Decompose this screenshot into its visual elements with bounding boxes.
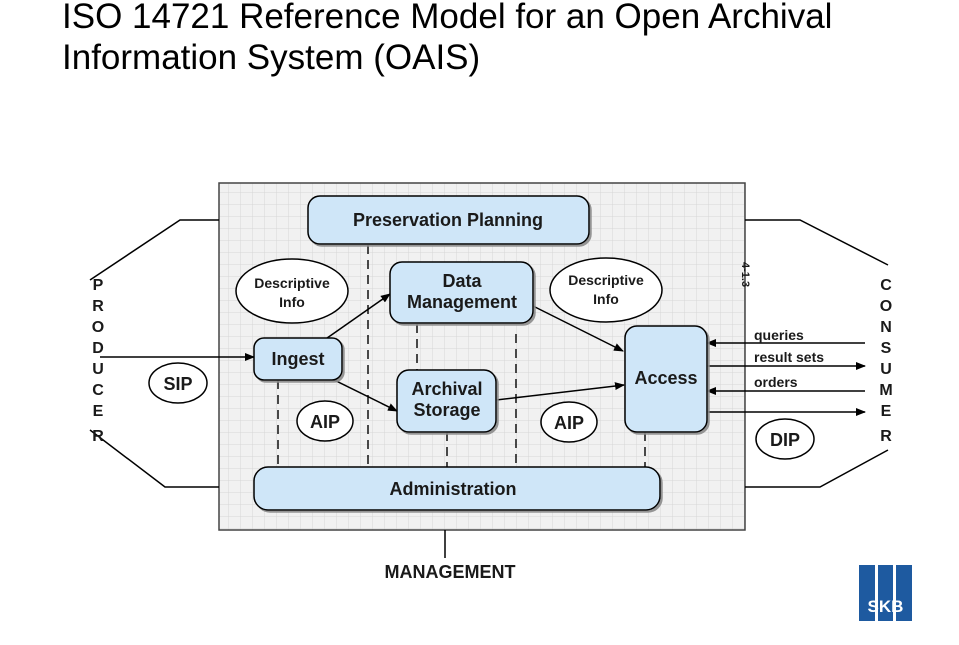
consumer-letter: M (879, 382, 892, 399)
data-management-label-1: Data (442, 271, 482, 291)
access-label: Access (634, 368, 697, 388)
preservation-planning-label: Preservation Planning (353, 210, 543, 230)
title-line-2: Information System (OAIS) (62, 38, 481, 77)
descriptive-info-left-line-1: Descriptive (254, 275, 330, 291)
preservation-planning-box: Preservation Planning (307, 195, 590, 245)
producer-letter: R (92, 428, 104, 445)
archival-storage-box: Archival Storage (396, 369, 497, 433)
consumer-letter: E (881, 403, 892, 420)
producer-letter: E (93, 403, 104, 420)
producer-letter: R (92, 298, 104, 315)
sip-ellipse: SIP (148, 362, 208, 404)
access-box: Access (624, 325, 708, 433)
producer-letter: P (93, 277, 104, 294)
archival-storage-label-1: Archival (411, 379, 482, 399)
producer-letter: D (92, 340, 104, 357)
descriptive-info-left-line-2: Info (279, 294, 305, 310)
consumer-letter: O (880, 298, 892, 315)
aip-right-ellipse: AIP (540, 401, 598, 443)
descriptive-info-right-line-1: Descriptive (568, 272, 644, 288)
sip-label: SIP (163, 374, 192, 394)
logo-text: SKB (867, 597, 904, 616)
descriptive-info-left: Descriptive Info (235, 258, 349, 324)
producer-label: P R O D U C E R (92, 277, 104, 445)
functional-separators (277, 245, 646, 470)
administration-box: Administration (253, 466, 661, 511)
management-label: MANAGEMENT (385, 562, 516, 582)
consumer-letter: N (880, 319, 892, 336)
skb-logo: SKB (859, 565, 912, 621)
environment-outline (89, 219, 889, 558)
descriptive-info-right: Descriptive Info (549, 257, 663, 323)
dip-ellipse: DIP (755, 418, 815, 460)
orders-label: orders (754, 374, 798, 390)
administration-label: Administration (389, 479, 516, 499)
data-management-label-2: Management (407, 292, 517, 312)
descriptive-info-right-line-2: Info (593, 291, 619, 307)
producer-letter: C (92, 382, 104, 399)
consumer-label: C O N S U M E R (879, 277, 892, 445)
ingest-box: Ingest (253, 337, 343, 381)
title-line-1: ISO 14721 Reference Model for an Open Ar… (62, 0, 833, 36)
page-title: ISO 14721 Reference Model for an Open Ar… (62, 0, 832, 78)
figure-note: 4-1.3 (739, 262, 751, 287)
aip-right-label: AIP (554, 413, 584, 433)
archival-storage-label-2: Storage (413, 400, 480, 420)
consumer-letter: C (880, 277, 892, 294)
aip-left-ellipse: AIP (296, 400, 354, 442)
consumer-letter: R (880, 428, 892, 445)
producer-letter: U (92, 361, 104, 378)
producer-letter: O (92, 319, 104, 336)
ingest-label: Ingest (271, 349, 324, 369)
aip-left-label: AIP (310, 412, 340, 432)
consumer-letter: U (880, 361, 892, 378)
consumer-letter: S (881, 340, 892, 357)
dip-label: DIP (770, 430, 800, 450)
queries-label: queries (754, 327, 804, 343)
result-sets-label: result sets (754, 349, 824, 365)
data-management-box: Data Management (389, 261, 534, 324)
